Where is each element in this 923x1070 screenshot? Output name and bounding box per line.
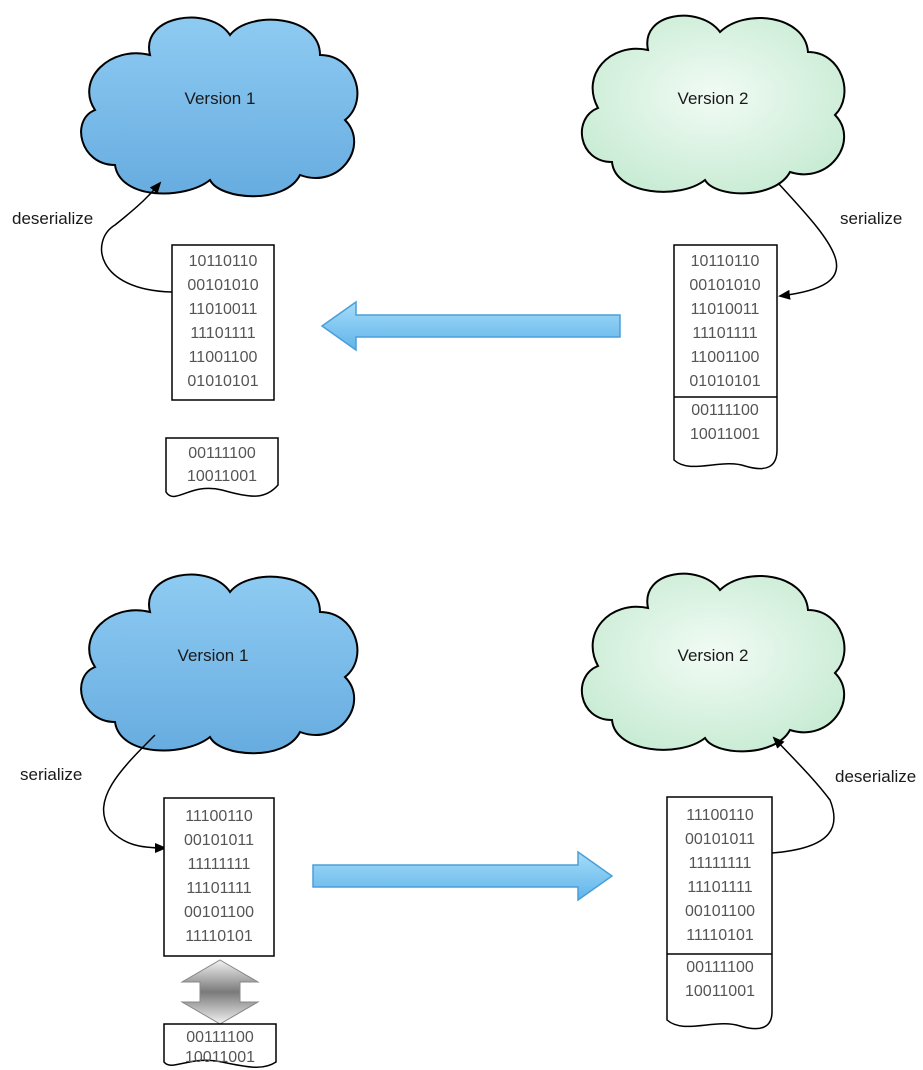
top-left-extra-block: 00111100 10011001 [165, 437, 279, 498]
bottom-serialize-connector [102, 734, 167, 853]
bit-row: 00111100 [186, 1029, 254, 1046]
bit-row: 00101100 [184, 904, 254, 921]
bit-row: 00111100 [188, 445, 256, 462]
bottom-transfer-arrow [312, 850, 614, 902]
bit-row: 01010101 [689, 373, 760, 390]
bottom-deserialize-connector [771, 736, 835, 854]
bit-row: 10011001 [187, 468, 257, 485]
top-transfer-arrow [320, 300, 621, 352]
bit-row: 00101011 [184, 832, 254, 849]
bit-row: 00101011 [685, 831, 755, 848]
bottom-version2-cloud: Version 2 [581, 572, 846, 753]
top-deserialize-label: deserialize [12, 209, 93, 228]
bottom-left-data-block: 11100110 00101011 11111111 11101111 0010… [163, 797, 275, 957]
bit-row: 00111100 [691, 402, 759, 419]
top-left-data-block: 10110110 00101010 11010011 11101111 1100… [171, 244, 275, 401]
bit-row: 11111111 [188, 856, 251, 873]
top-serialize-label: serialize [840, 209, 902, 228]
bottom-version1-cloud: Version 1 [80, 573, 359, 755]
bottom-version2-label: Version 2 [678, 646, 749, 665]
bit-row: 10110110 [691, 253, 760, 270]
top-version2-label: Version 2 [678, 89, 749, 108]
bit-row: 11111111 [689, 855, 752, 872]
top-version1-cloud: Version 1 [80, 16, 359, 198]
bit-row: 11101111 [190, 325, 255, 342]
bit-row: 11101111 [687, 879, 752, 896]
top-version1-label: Version 1 [185, 89, 256, 108]
top-deserialize-connector [100, 181, 173, 293]
bit-row: 10011001 [185, 1049, 255, 1066]
bit-row: 10011001 [685, 983, 755, 1000]
top-scenario: Version 1 Version 2 deserialize serializ… [12, 14, 902, 498]
bit-row: 00111100 [686, 959, 754, 976]
bottom-scenario: Version 1 Version 2 serialize deserializ… [20, 572, 916, 1068]
bit-row: 00101010 [689, 277, 760, 294]
bit-row: 11110101 [686, 927, 754, 944]
bit-row: 01010101 [187, 373, 258, 390]
bit-row: 11010011 [189, 301, 258, 318]
bottom-deserialize-label: deserialize [835, 767, 916, 786]
bottom-left-extra-block: 00111100 10011001 [163, 1023, 277, 1068]
bit-row: 11001100 [189, 349, 258, 366]
top-right-data-block: 10110110 00101010 11010011 11101111 1100… [673, 244, 778, 470]
top-version2-cloud: Version 2 [581, 14, 846, 195]
bottom-serialize-label: serialize [20, 765, 82, 784]
bit-row: 11101111 [186, 880, 251, 897]
bit-row: 11110101 [185, 928, 253, 945]
bottom-version1-label: Version 1 [178, 646, 249, 665]
bit-row: 11100110 [185, 808, 253, 825]
bit-row: 11001100 [691, 349, 760, 366]
bit-row: 10011001 [690, 426, 760, 443]
bit-row: 10110110 [189, 253, 258, 270]
bit-row: 11100110 [686, 807, 754, 824]
top-serialize-connector [777, 182, 838, 300]
bit-row: 11101111 [692, 325, 757, 342]
bit-row: 00101010 [187, 277, 258, 294]
bottom-right-data-block: 11100110 00101011 11111111 11101111 0010… [666, 796, 773, 1030]
bit-row: 00101100 [685, 903, 755, 920]
bottom-link-arrow [180, 959, 260, 1025]
bit-row: 11010011 [691, 301, 760, 318]
